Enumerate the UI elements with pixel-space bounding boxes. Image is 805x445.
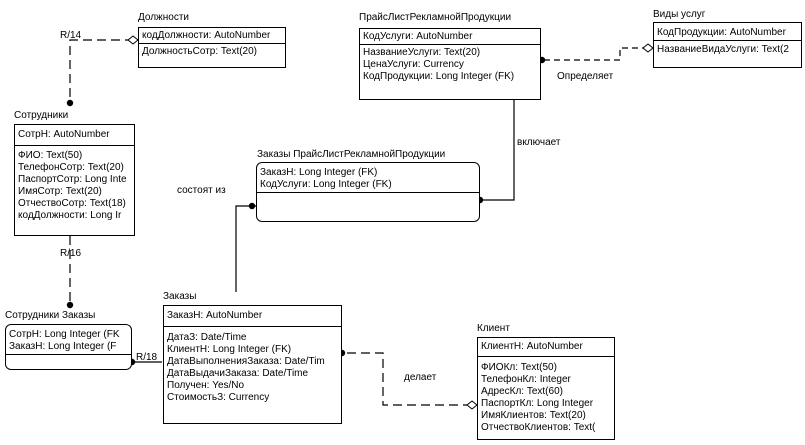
pk-attribute: ЗаказН: AutoNumber bbox=[167, 310, 263, 321]
attribute: ОтчествоКлиентов: Text( bbox=[481, 422, 596, 433]
attributes: НазваниеВидаУслуги: Text(2 bbox=[654, 41, 801, 58]
pk-attribute: кодДолжности: AutoNumber bbox=[142, 30, 271, 41]
attribute: ДатаЗ: Date/Time bbox=[167, 332, 247, 343]
attribute: ИмяКлиентов: Text(20) bbox=[481, 410, 586, 421]
pk-attribute: КлиентН: AutoNumber bbox=[481, 341, 583, 352]
primary-key: ЗаказН: AutoNumber bbox=[164, 306, 341, 327]
pk-attribute: СотрН: Long Integer (FK bbox=[9, 329, 120, 340]
primary-key: СотрН: Long Integer (FK ЗаказН: Long Int… bbox=[6, 325, 131, 355]
attributes: ФИО: Text(50) ТелефонСотр: Text(20) Пасп… bbox=[15, 146, 134, 224]
primary-key: ЗаказН: Long Integer (FK) КодУслуги: Lon… bbox=[257, 163, 479, 193]
entity-title: Клиент bbox=[477, 323, 510, 334]
diamond-marker-vidy bbox=[642, 43, 654, 53]
attribute: ФИОКл: Text(50) bbox=[481, 362, 557, 373]
rel-label-opredelyaet: Определяет bbox=[557, 71, 614, 82]
attribute: ДатаВыполненияЗаказа: Date/Tim bbox=[167, 356, 325, 367]
dot-marker-zakazyprais-left bbox=[248, 202, 256, 210]
entity-title: Сотрудники Заказы bbox=[5, 310, 96, 321]
attributes: ДатаЗ: Date/Time КлиентН: Long Integer (… bbox=[164, 327, 341, 406]
pk-attribute: КодУслуги: AutoNumber bbox=[363, 31, 473, 42]
attribute: КлиентН: Long Integer (FK) bbox=[167, 344, 292, 355]
entity-box[interactable]: ЗаказН: AutoNumber ДатаЗ: Date/Time Клие… bbox=[163, 305, 342, 424]
attribute: ДолжностьСотр: Text(20) bbox=[142, 46, 258, 57]
dot-marker-sotrudniki bbox=[66, 99, 74, 107]
diamond-marker-klient bbox=[466, 400, 478, 410]
entity-box[interactable]: СотрН: Long Integer (FK ЗаказН: Long Int… bbox=[5, 324, 132, 370]
attribute: ЦенаУслуги: Currency bbox=[363, 59, 464, 70]
rel-label-r16: R/16 bbox=[60, 248, 82, 259]
attribute: НазваниеВидаУслуги: Text(2 bbox=[657, 44, 789, 55]
attribute: ОтчествоСотр: Text(18) bbox=[18, 198, 126, 209]
pk-attribute: СотрН: AutoNumber bbox=[18, 129, 110, 140]
entity-box[interactable]: кодДолжности: AutoNumber ДолжностьСотр: … bbox=[138, 27, 286, 68]
entity-title: Сотрудники bbox=[14, 110, 69, 121]
entity-title: Виды услуг bbox=[653, 9, 706, 20]
attribute: Получен: Yes/No bbox=[167, 380, 245, 391]
pk-attribute: ЗаказН: Long Integer (FK) bbox=[260, 167, 378, 178]
pk-attribute: ЗаказН: Long Integer (F bbox=[9, 341, 117, 352]
entity-box[interactable]: КодУслуги: AutoNumber НазваниеУслуги: Te… bbox=[359, 28, 541, 100]
primary-key: КодПродукции: AutoNumber bbox=[654, 23, 801, 41]
attribute: ФИО: Text(50) bbox=[18, 150, 83, 161]
primary-key: КлиентН: AutoNumber bbox=[478, 338, 614, 357]
pk-attribute: КодПродукции: AutoNumber bbox=[657, 27, 786, 38]
rel-label-r18: R/18 bbox=[136, 352, 158, 363]
attribute: ПаспортКл: Long Integer bbox=[481, 398, 594, 409]
entity-box[interactable]: ЗаказН: Long Integer (FK) КодУслуги: Lon… bbox=[256, 162, 480, 222]
attribute: СтоимостьЗ: Currency bbox=[167, 392, 270, 403]
attribute: ДатаВыдачиЗаказа: Date/Time bbox=[167, 368, 309, 379]
primary-key: КодУслуги: AutoNumber bbox=[360, 29, 540, 45]
rel-label-sostoyat: состоят из bbox=[177, 185, 226, 196]
attribute: кодДолжности: Long Ir bbox=[18, 210, 122, 221]
rel-label-r14: R/14 bbox=[60, 30, 82, 41]
primary-key: кодДолжности: AutoNumber bbox=[139, 28, 285, 44]
entity-box[interactable]: СотрН: AutoNumber ФИО: Text(50) ТелефонС… bbox=[14, 124, 135, 236]
attribute: ТелефонСотр: Text(20) bbox=[18, 162, 124, 173]
attributes: ФИОКл: Text(50) ТелефонКл: Integer Адрес… bbox=[478, 357, 614, 436]
attribute: НазваниеУслуги: Text(20) bbox=[363, 47, 481, 58]
attribute: ПаспортСотр: Long Inte bbox=[18, 174, 127, 185]
rel-label-delaet: делает bbox=[404, 372, 437, 383]
rel-line-opredelyaet bbox=[542, 47, 648, 61]
attributes: ДолжностьСотр: Text(20) bbox=[139, 44, 285, 60]
entity-box[interactable]: КлиентН: AutoNumber ФИОКл: Text(50) Теле… bbox=[477, 337, 615, 440]
pk-attribute: КодУслуги: Long Integer (FK) bbox=[260, 179, 392, 190]
rel-line-delaet bbox=[342, 352, 472, 406]
attribute: ТелефонКл: Integer bbox=[481, 374, 571, 385]
primary-key: СотрН: AutoNumber bbox=[15, 125, 134, 146]
rel-line-vklyuchaet bbox=[480, 100, 515, 201]
attribute: ИмяСотр: Text(20) bbox=[18, 186, 102, 197]
entity-title: Заказы ПрайсЛистРекламнойПродукции bbox=[257, 149, 446, 160]
entity-title: Заказы bbox=[163, 291, 197, 302]
rel-label-vklyuchaet: включает bbox=[517, 137, 561, 148]
rel-line-sostoyat bbox=[235, 205, 256, 292]
attributes: НазваниеУслуги: Text(20) ЦенаУслуги: Cur… bbox=[360, 45, 540, 85]
diamond-marker-dolzhnosti bbox=[127, 35, 139, 45]
entity-title: Должности bbox=[138, 12, 190, 23]
rel-line-r14 bbox=[69, 39, 134, 103]
entity-title: ПрайсЛистРекламнойПродукции bbox=[359, 12, 512, 23]
entity-box[interactable]: КодПродукции: AutoNumber НазваниеВидаУсл… bbox=[653, 22, 802, 68]
attribute: КодПродукции: Long Integer (FK) bbox=[363, 71, 515, 82]
attribute: АдресКл: Text(60) bbox=[481, 386, 563, 397]
dot-marker-sotrzakazy-r16 bbox=[66, 301, 74, 309]
